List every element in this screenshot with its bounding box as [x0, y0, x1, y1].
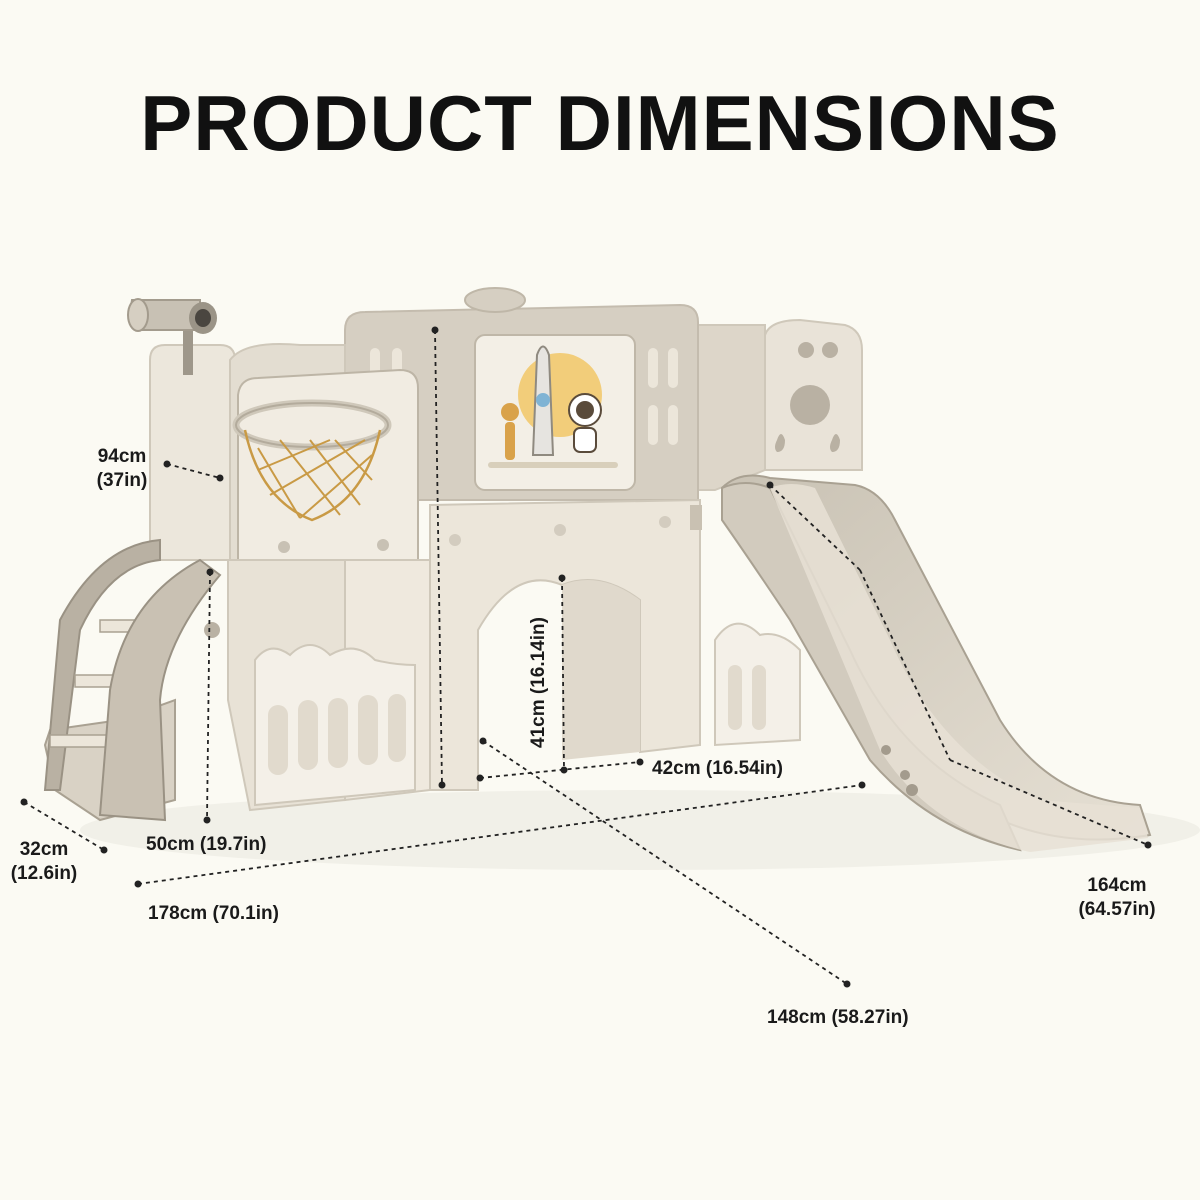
label-height-basket-cm: 94cm — [97, 446, 147, 467]
label-depth-stairs: 32cm (12.6in) — [0, 838, 88, 886]
label-total-depth: 148cm (58.27in) — [767, 1007, 909, 1028]
dim-line-94 — [166, 463, 221, 479]
dimension-lines — [23, 329, 1149, 985]
label-slide-length: 164cm (64.57in) — [1062, 874, 1172, 922]
label-depth-stairs-cm: 32cm — [19, 839, 69, 860]
right-fence — [714, 622, 801, 747]
label-total-length: 178cm (70.1in) — [148, 903, 279, 924]
rear-frame-right — [694, 324, 766, 491]
floor-shadow — [80, 790, 1200, 870]
dim-line-height-center — [434, 329, 443, 786]
label-height-basket: 94cm (37in) — [82, 445, 162, 493]
telescope-icon — [127, 298, 217, 334]
label-slide-length-cm: 164cm — [1087, 875, 1147, 896]
label-height-step: 50cm (19.7in) — [146, 834, 267, 855]
dim-line-178 — [137, 784, 863, 885]
dim-line-50 — [206, 571, 211, 821]
stairs — [43, 538, 222, 822]
label-slide-length-in: (64.57in) — [1078, 899, 1156, 920]
center-top-panel — [344, 287, 699, 501]
tunnel-block — [429, 498, 702, 791]
label-tunnel-width: 42cm (16.54in) — [652, 758, 783, 779]
dim-line-148 — [482, 740, 848, 985]
left-fence — [254, 644, 416, 807]
basketball-hoop — [232, 368, 419, 582]
page-title: PRODUCT DIMENSIONS — [140, 79, 1060, 167]
label-depth-stairs-in: (12.6in) — [10, 863, 78, 884]
dim-line-41 — [561, 577, 565, 771]
rear-climbing-panel — [764, 318, 863, 471]
dimension-endpoints — [20, 326, 1152, 988]
label-height-basket-in: (37in) — [96, 470, 148, 491]
label-tunnel-height: 41cm (16.14in) — [528, 617, 549, 748]
dim-line-42 — [479, 761, 641, 779]
